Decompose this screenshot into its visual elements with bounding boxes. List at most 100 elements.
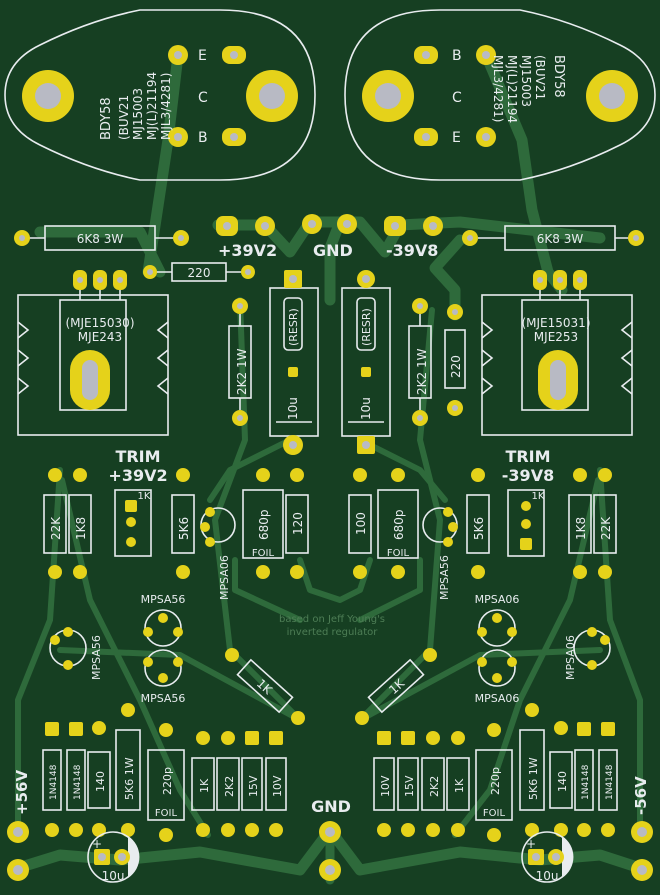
cap-left-plus: + — [92, 837, 102, 851]
res-6k8-left-label: 6K8 3W — [77, 232, 124, 246]
r1k8-right-label: 1K8 — [574, 517, 588, 540]
to220-right-label-2: MJE253 — [534, 330, 578, 344]
to220-right-label-1: (MJE15031) — [521, 316, 590, 330]
cap-10u-left-label: 10u — [286, 397, 300, 420]
q-mpsa06-right-top-label: MPSA06 — [475, 593, 520, 606]
r2k2-bottom-left: 2K2 — [223, 776, 236, 797]
q-mpsa06-left-upper: MPSA06 — [218, 555, 231, 600]
to3-left-part-5: MJL3/4281) — [159, 73, 173, 140]
q-mpsa06-right-bottom-label: MPSA06 — [475, 692, 520, 705]
trim-left-title: TRIM — [115, 447, 160, 466]
to220-transistor-right: (MJE15031) MJE253 — [481, 270, 633, 436]
trim-right-voltage: -39V8 — [502, 466, 554, 485]
c680p-left-foil: FOIL — [252, 548, 275, 559]
q-mpsa56-right-upper: MPSA56 — [438, 555, 451, 600]
c220p-left-label: 220p — [161, 767, 174, 795]
to3-left-part-3: MJ15003 — [131, 88, 145, 140]
credit-line-2: inverted regulator — [287, 627, 379, 638]
c680p-right-label: 680p — [392, 509, 406, 540]
to220-left-label-1: (MJE15030) — [65, 316, 134, 330]
c680p-left-label: 680p — [257, 509, 271, 540]
to3-left-pin-b: B — [198, 130, 208, 146]
r140-left-label: 140 — [94, 771, 107, 792]
z10v-bottom-left: 10V — [271, 775, 284, 797]
q-mpsa56-left-bottom-label: MPSA56 — [141, 692, 186, 705]
trim-right: TRIM -39V8 1K — [502, 447, 554, 557]
to3-left-pin-c: C — [198, 90, 208, 106]
r2k2-1w-right-label: 2K2 1W — [415, 348, 429, 395]
to3-right-pin-c: C — [452, 90, 462, 106]
to3-left-part-4: MJ(L)21194 — [145, 72, 159, 140]
r22k-left-label: 22K — [49, 516, 63, 540]
q-mpsa56-left-side: MPSA56 — [90, 635, 103, 680]
to3-transistor-left: BDY58 (BUV21 MJ15003 MJ(L)21194 MJL3/428… — [4, 9, 316, 181]
z15v-bottom-right: 15V — [403, 775, 416, 797]
r5k6-left-label: 5K6 — [177, 517, 191, 540]
res-220-label: 220 — [188, 266, 211, 280]
d-1n4148-left-2: 1N4148 — [73, 764, 83, 800]
r5k6-1w-right-label: 5K6 1W — [527, 757, 540, 800]
trim-left-voltage: +39V2 — [108, 466, 167, 485]
rail-gnd-label: GND — [313, 241, 353, 260]
to3-right-part-2: (BUV21 — [533, 55, 547, 100]
top-resistors: 6K8 3W 6K8 3W 220 — [14, 225, 644, 282]
cap-10u-bottom-left: 10u — [102, 869, 125, 883]
c220p-right-label: 220p — [489, 767, 502, 795]
r1k-bottom-left: 1K — [198, 778, 211, 793]
cap-right-plus: + — [526, 837, 536, 851]
c680p-right-foil: FOIL — [387, 548, 410, 559]
to3-right-pin-e: E — [452, 130, 461, 146]
bottom-left-components: 1N4148 1N4148 140 5K6 1W 220p FOIL 1K 2K… — [42, 703, 287, 842]
to3-right-part-5: MJL3/4281) — [491, 55, 505, 122]
bottom-right-components: 10V 15V 2K2 1K 220p FOIL 5K6 1W 140 1N41… — [373, 703, 618, 842]
r2k2-1w-left-label: 2K2 1W — [235, 348, 249, 395]
r220-right-label: 220 — [449, 355, 463, 378]
to3-left-part-1: BDY58 — [99, 97, 114, 140]
terminal-pos56-label: +56V — [13, 770, 31, 815]
rail-terminals: +39V2 GND -39V8 — [216, 214, 443, 260]
res-6k8-right-label: 6K8 3W — [537, 232, 584, 246]
resr-right-label: (RESR) — [360, 308, 373, 346]
row2-left: 22K 1K8 5K6 680p FOIL 120 MPSA06 — [43, 468, 309, 600]
r120-label: 120 — [291, 512, 305, 535]
to3-transistor-right: BDY58 (BUV21 MJ15003 MJ(L)21194 MJL3/428… — [344, 9, 656, 181]
to220-transistor-left: (MJE15030) MJE243 — [17, 270, 169, 436]
cap-10u-right-label: 10u — [359, 397, 373, 420]
r5k6-1w-left-label: 5K6 1W — [123, 757, 136, 800]
to3-left-part-2: (BUV21 — [117, 95, 131, 140]
resr-left-label: (RESR) — [287, 308, 300, 346]
trim-left: TRIM +39V2 1K — [108, 447, 168, 557]
row2-right: 100 680p FOIL 5K6 1K8 22K MPSA56 — [348, 468, 617, 600]
trim-right-title: TRIM — [505, 447, 550, 466]
r1k-bottom-right: 1K — [453, 778, 466, 793]
q-mpsa06-right-side: MPSA06 — [564, 635, 577, 680]
terminal-neg56-label: -56V — [632, 776, 650, 815]
d-1n4148-left-1: 1N4148 — [49, 764, 59, 800]
r140-right-label: 140 — [556, 771, 569, 792]
z10v-bottom-right: 10V — [379, 775, 392, 797]
credit-line-1: based on Jeff Young's — [279, 614, 385, 625]
r1k8-left-label: 1K8 — [74, 517, 88, 540]
r5k6-right-label: 5K6 — [472, 517, 486, 540]
trim-right-pot-value: 1K — [532, 491, 545, 502]
transistor-cluster: MPSA56 MPSA56 MPSA56 MPSA06 MPSA06 MPSA0… — [49, 593, 611, 725]
c220p-right-foil: FOIL — [483, 808, 506, 819]
r2k2-bottom-right: 2K2 — [428, 776, 441, 797]
to3-right-part-3: MJ15003 — [519, 55, 533, 107]
r100-label: 100 — [354, 512, 368, 535]
r22k-right-label: 22K — [599, 516, 613, 540]
copper-traces — [12, 49, 646, 885]
to3-left-pin-e: E — [198, 48, 207, 64]
d-1n4148-right-2: 1N4148 — [605, 764, 615, 800]
rail-pos-label: +39V2 — [218, 241, 277, 260]
to3-right-pin-b: B — [452, 48, 462, 64]
power-terminals: +56V GND -56V + 10u + 10u — [7, 770, 653, 883]
terminal-gnd-label: GND — [311, 797, 351, 816]
trim-left-pot-value: 1K — [138, 491, 151, 502]
to220-left-label-2: MJE243 — [78, 330, 122, 344]
to3-right-part-1: BDY58 — [551, 55, 566, 98]
d-1n4148-right-1: 1N4148 — [581, 764, 591, 800]
to3-right-part-4: MJ(L)21194 — [505, 55, 519, 123]
